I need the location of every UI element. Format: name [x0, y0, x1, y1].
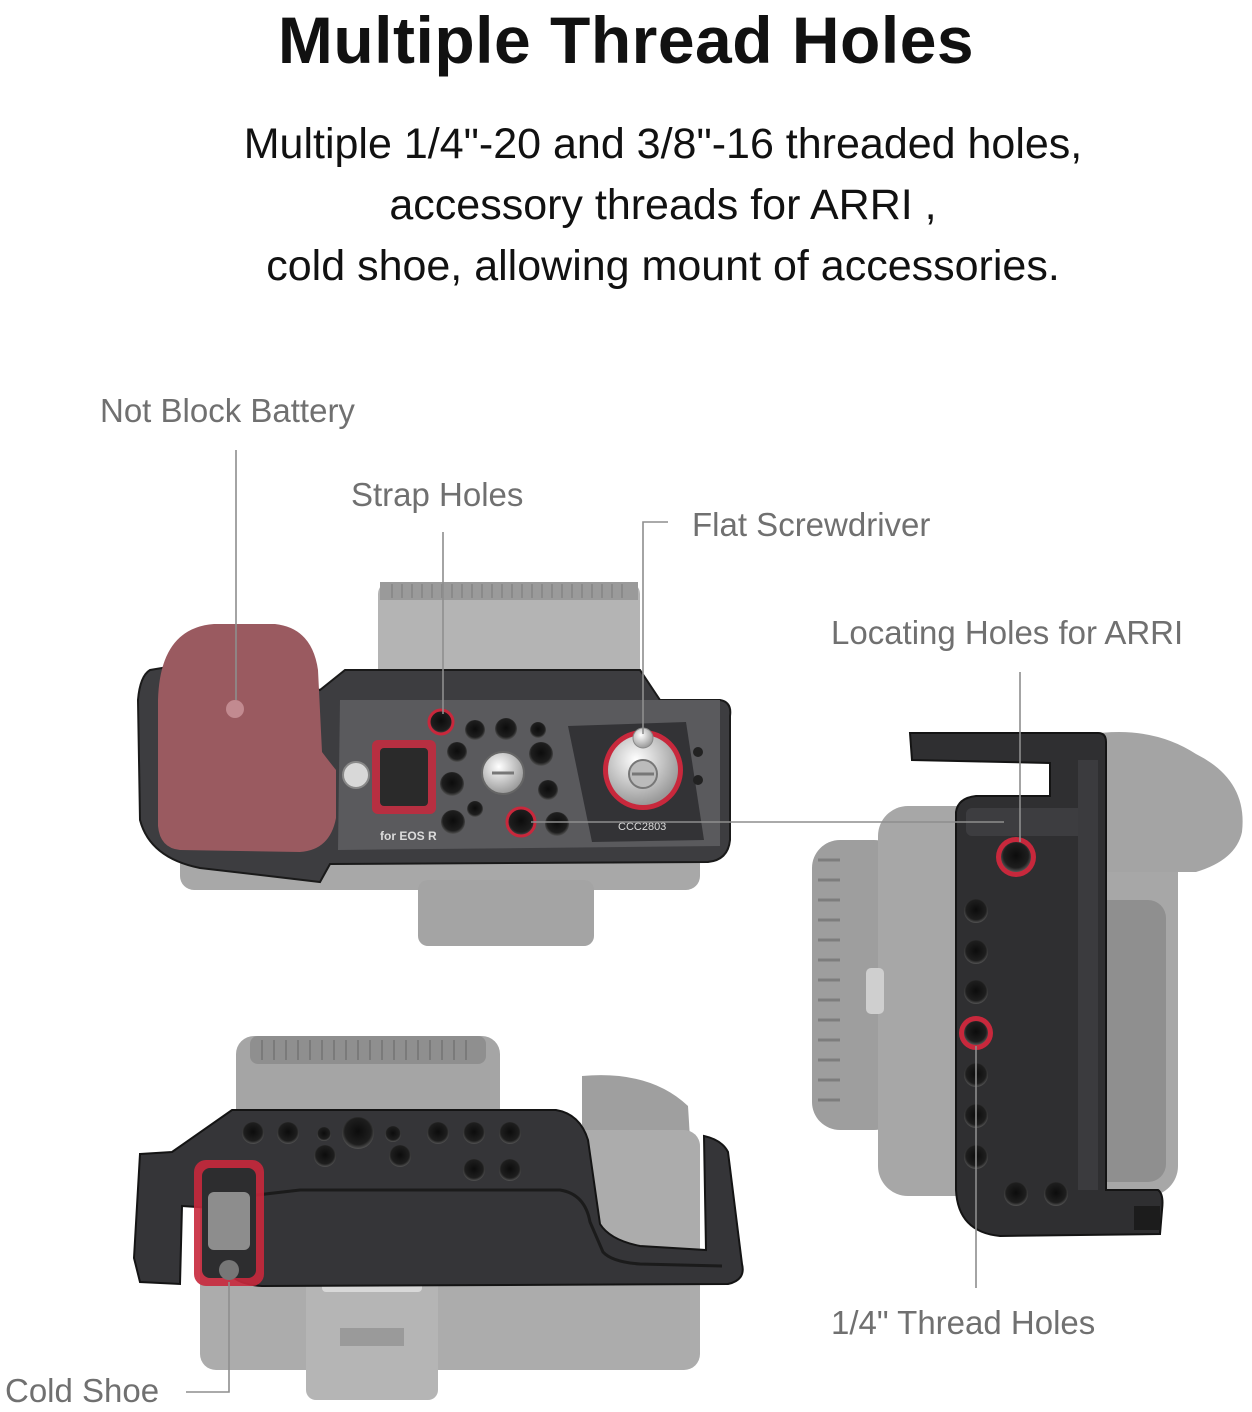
- cold-shoe-slot: [208, 1192, 250, 1250]
- leader-cold-shoe: [186, 1282, 230, 1393]
- cage-top-slot: [966, 808, 1090, 836]
- strap-hole: [427, 708, 455, 736]
- callout-thread-holes: 1/4" Thread Holes: [831, 1304, 1096, 1341]
- callout-flat-screwdriver: Flat Screwdriver: [692, 506, 931, 543]
- page-title: Multiple Thread Holes: [277, 3, 975, 77]
- viewfinder: [418, 880, 594, 946]
- callout-strap-holes: Strap Holes: [351, 476, 524, 513]
- cage-side-rail: [1078, 760, 1098, 1190]
- lens-ridges: [391, 584, 623, 598]
- description-line-3: cold shoe, allowing mount of accessories…: [266, 242, 1060, 290]
- strap-slot: [380, 748, 428, 806]
- lens-ridges-side: [818, 858, 840, 1102]
- side-knob: [342, 761, 370, 789]
- side-view-camera-cage: [812, 732, 1243, 1238]
- engraving-model: for EOS R: [380, 829, 437, 843]
- grip-marker: [226, 700, 244, 718]
- camera-grip: [158, 624, 336, 852]
- lens-ring: [380, 582, 638, 600]
- callout-lines: [186, 450, 1021, 1393]
- top-view-camera-cage: for EOS R CCC2803: [136, 582, 732, 946]
- callout-not-block-battery: Not Block Battery: [100, 392, 355, 429]
- lens-ridges-front: [261, 1040, 467, 1060]
- description-line-1: Multiple 1/4"-20 and 3/8"-16 threaded ho…: [243, 120, 1083, 168]
- lens-release: [866, 968, 884, 1014]
- front-view-camera-cage: [132, 1036, 744, 1400]
- threaded-holes-top: [440, 718, 569, 838]
- engraving-serial: CCC2803: [618, 821, 666, 833]
- feature-description: Multiple 1/4"-20 and 3/8"-16 threaded ho…: [0, 114, 1252, 297]
- viewfinder-side: [1086, 732, 1243, 872]
- cold-shoe-screw: [219, 1260, 239, 1280]
- callout-locating-holes-arri: Locating Holes for ARRI: [831, 614, 1184, 651]
- threaded-holes-front: [242, 1117, 521, 1181]
- description-line-2: accessory threads for ARRI ,: [389, 181, 937, 229]
- leader-flat-screwdriver: [642, 521, 668, 734]
- callout-cold-shoe: Cold Shoe: [5, 1372, 160, 1409]
- cage-foot: [1134, 1206, 1160, 1230]
- threaded-holes-side: [959, 837, 1068, 1206]
